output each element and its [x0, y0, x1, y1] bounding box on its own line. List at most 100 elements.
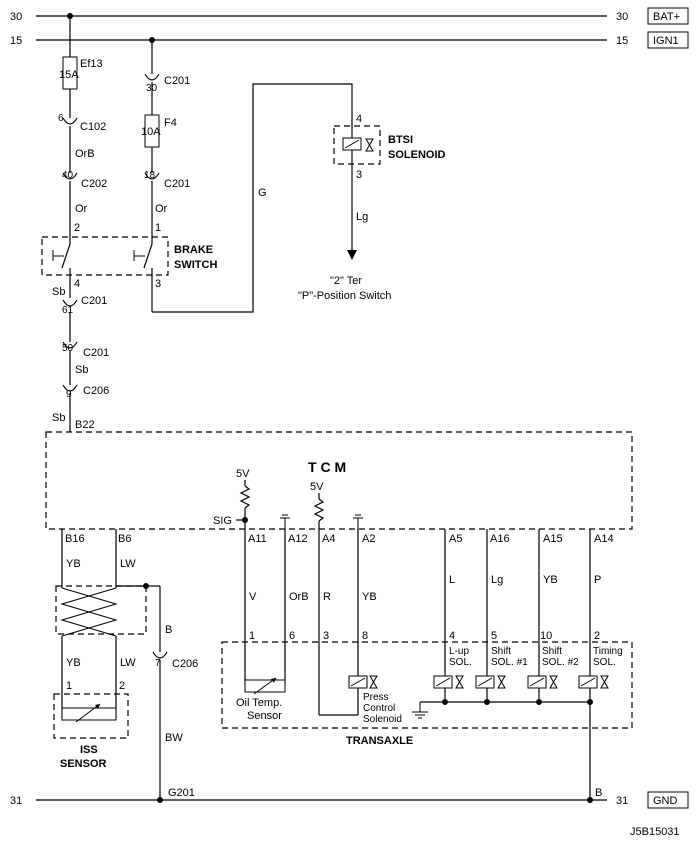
left-wire-or: Or — [75, 203, 88, 215]
tx-pin-3: 3 — [323, 630, 329, 642]
tcm-pin-a5: A5 — [449, 533, 462, 545]
wire-lg: Lg — [491, 574, 503, 586]
tx-pin-8: 8 — [362, 630, 368, 642]
wire-g: G — [258, 187, 267, 199]
mid-wire-or: Or — [155, 203, 168, 215]
ign-rail-label: IGN1 — [653, 35, 679, 47]
tcm-5v-b: 5V — [310, 481, 324, 493]
bat-rail-number-left: 30 — [10, 11, 22, 23]
lup-solenoid: L-up SOL. — [433, 646, 472, 702]
wire-r: R — [323, 591, 331, 603]
btsi-label-1: BTSI — [388, 134, 413, 146]
tcm-output-wires: YB LW V OrB R YB L Lg YB P — [61, 520, 601, 715]
tcm-pin-a16: A16 — [490, 533, 510, 545]
iss-pin-1: 1 — [66, 680, 72, 692]
tcm-title: T C M — [308, 459, 346, 475]
tx-pin-2: 2 — [594, 630, 600, 642]
press-label-1: Press — [363, 692, 389, 703]
btsi-solenoid: 4 BTSI SOLENOID 3 Lg "2" Ter "P"-Positio… — [298, 113, 446, 302]
brake-pin-2: 2 — [74, 222, 80, 234]
brake-pin-3: 3 — [155, 278, 161, 290]
wire-v: V — [249, 591, 257, 603]
tx-pin-5: 5 — [491, 630, 497, 642]
gnd-rail-number-right: 31 — [616, 795, 628, 807]
c201-mid-pin: 18 — [144, 170, 156, 181]
c206-connector: C206 — [83, 385, 109, 397]
transaxle-ground-icon — [412, 702, 428, 719]
press-label-3: Solenoid — [363, 714, 402, 725]
btsi-dest-1: "2" Ter — [330, 275, 362, 287]
brake-switch-label-2: SWITCH — [174, 259, 217, 271]
left-wire-sb-3: Sb — [52, 412, 65, 424]
tx-pin-4: 4 — [449, 630, 455, 642]
shift1-label-1: Shift — [491, 646, 511, 657]
tcm-pin-a15: A15 — [543, 533, 563, 545]
c201a-pin: 61 — [62, 305, 74, 316]
c201-mid-connector: C201 — [164, 178, 190, 190]
figure-id: J5B15031 — [630, 826, 680, 838]
left-wire-sb-2: Sb — [75, 364, 88, 376]
gnd-rail-label: GND — [653, 795, 678, 807]
iss-sensor: B 7 C206 BW G201 YB LW 1 2 ISS SENSOR — [53, 583, 198, 803]
left-wire-orb: OrB — [75, 148, 95, 160]
press-control-solenoid: Press Control Solenoid — [319, 675, 402, 725]
oil-temp-label-1: Oil Temp. — [236, 697, 282, 709]
tcm-pin-a12: A12 — [288, 533, 308, 545]
gnd-rail-number-left: 31 — [10, 795, 22, 807]
c201b-connector: C201 — [83, 347, 109, 359]
brake-switch-label-1: BRAKE — [174, 244, 213, 256]
iss-wire-lw: LW — [120, 657, 136, 669]
timing-solenoid: Timing SOL. — [578, 646, 623, 800]
wire-lw-left: LW — [120, 558, 136, 570]
c202-pin: 40 — [62, 170, 74, 181]
brake-switch: BRAKE SWITCH — [41, 236, 217, 276]
iss-wire-b: B — [165, 624, 172, 636]
transaxle: TRANSAXLE 1 6 3 8 4 5 10 2 Oil Temp. Sen… — [221, 630, 633, 803]
tcm-pin-a4: A4 — [322, 533, 335, 545]
btsi-wire-lg: Lg — [356, 211, 368, 223]
oil-temp-sensor: Oil Temp. Sensor — [236, 677, 286, 722]
c201b-pin: 50 — [62, 343, 74, 354]
oil-temp-label-2: Sensor — [247, 710, 282, 722]
brake-pin-4: 4 — [74, 278, 80, 290]
c206-iss-pin: 7 — [155, 658, 161, 669]
tcm-pin-a14: A14 — [594, 533, 614, 545]
tcm-sig: SIG — [213, 515, 232, 527]
c206-iss-connector: C206 — [172, 658, 198, 670]
tcm-ground-a12 — [280, 514, 290, 529]
brake-pin-1: 1 — [155, 222, 161, 234]
ign-rail-number-left: 15 — [10, 35, 22, 47]
iss-wire-bw: BW — [165, 732, 183, 744]
fuse-f4-rating: 10A — [141, 126, 161, 138]
tx-pin-6: 6 — [289, 630, 295, 642]
c206-pin: 9 — [66, 389, 72, 400]
fuse-ef13-name: Ef13 — [80, 58, 103, 70]
ignition-rail: 15 15 IGN1 — [10, 31, 689, 49]
fuse-ef13-rating: 15A — [59, 69, 79, 81]
left-wire-sb-1: Sb — [52, 286, 65, 298]
btsi-pin-4: 4 — [356, 113, 362, 125]
iss-wire-yb: YB — [66, 657, 81, 669]
ground-rail: 31 31 GND — [10, 791, 689, 809]
left-branch: Ef13 15A 6 C102 OrB 40 C202 Or 2 4 Sb 61… — [52, 13, 109, 432]
wire-p: P — [594, 574, 601, 586]
iss-label-2: SENSOR — [60, 758, 107, 770]
tcm-pin-b16: B16 — [65, 533, 85, 545]
tcm-pin-b22: B22 — [75, 419, 95, 431]
wire-l: L — [449, 574, 455, 586]
c102-connector: C102 — [80, 121, 106, 133]
lup-label-2: SOL. — [449, 657, 472, 668]
fuse-f4-name: F4 — [164, 117, 177, 129]
tcm-ground-a2 — [353, 514, 363, 529]
lup-label-1: L-up — [449, 646, 469, 657]
iss-pin-2: 2 — [119, 680, 125, 692]
shift1-label-2: SOL. #1 — [491, 657, 528, 668]
transaxle-label: TRANSAXLE — [346, 735, 413, 747]
shift2-label-1: Shift — [542, 646, 562, 657]
bat-rail-label: BAT+ — [653, 11, 680, 23]
iss-label-1: ISS — [80, 744, 98, 756]
tcm-pin-a2: A2 — [362, 533, 375, 545]
c201a-connector: C201 — [81, 295, 107, 307]
btsi-label-2: SOLENOID — [388, 149, 446, 161]
